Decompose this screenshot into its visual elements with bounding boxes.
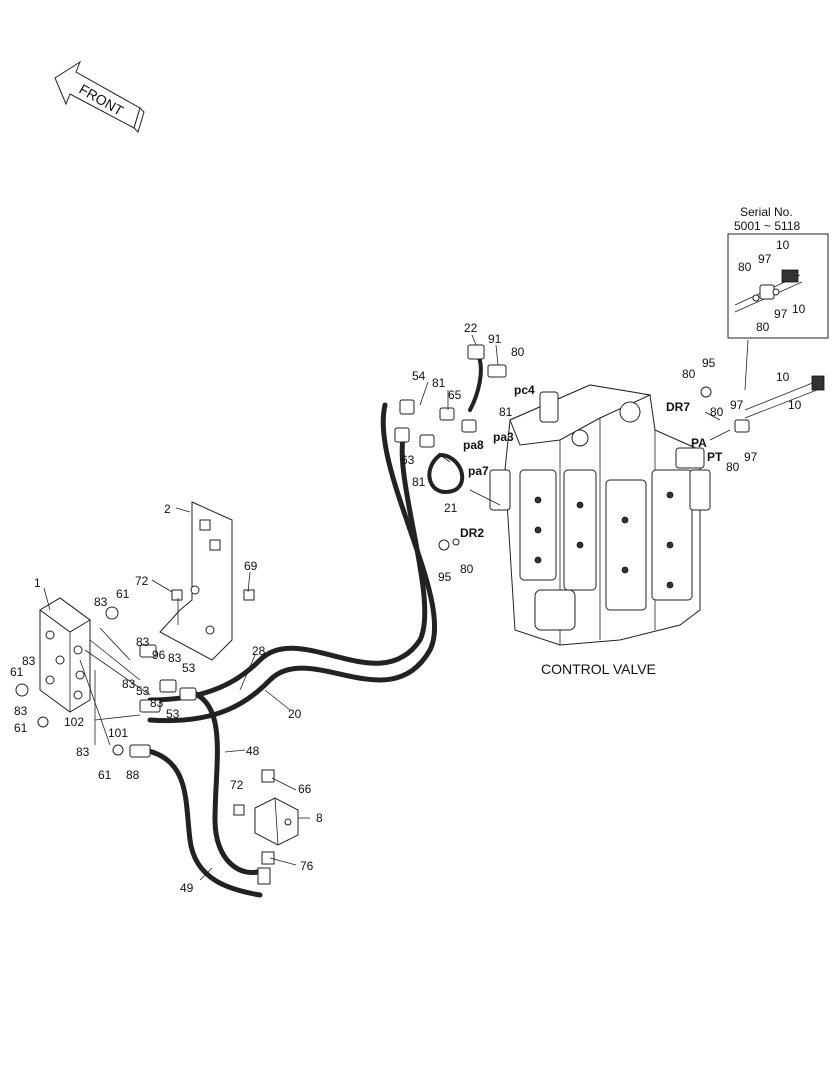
control-valve [489,384,711,646]
callout: 97 [758,252,772,266]
callout: 61 [14,721,28,735]
callout: 54 [412,369,426,383]
callout: pa3 [493,430,514,444]
control-valve-caption: CONTROL VALVE [541,661,656,677]
callout: 22 [464,321,478,335]
callout: 91 [488,332,502,346]
pressure-sensor-pipe [734,375,825,433]
callout: PT [707,450,723,464]
callout: 20 [288,707,302,721]
callout: 83 [76,745,90,759]
callout: 76 [300,859,314,873]
callout: pa8 [463,438,484,452]
callout: 81 [499,405,513,419]
callout: 83 [22,654,36,668]
callout: 72 [135,574,149,588]
callout: 81 [412,475,426,489]
callout: 102 [64,715,84,729]
callout: 72 [230,778,244,792]
callout: 83 [14,704,28,718]
callout: 49 [180,881,194,895]
callout: 80 [460,562,474,576]
callout: 1 [34,576,41,590]
callout: 21 [444,501,458,515]
callout: 61 [116,587,130,601]
fittings [15,344,712,885]
callout: 53 [136,684,150,698]
inset-serial-range: 5001 ~ 5118 [734,219,801,233]
callout: 80 [738,260,752,274]
callout: 48 [246,744,260,758]
callout: 83 [122,677,136,691]
callouts: 1 2 72 69 83 61 61 83 83 61 83 96 83 53 … [10,238,806,895]
front-arrow: FRONT [54,60,145,133]
valve-block-1 [39,597,91,713]
callout: 97 [744,450,758,464]
callout: 10 [792,302,806,316]
callout: 83 [94,595,108,609]
callout: 83 [168,651,182,665]
serial-inset: Serial No. 5001 ~ 5118 [727,205,829,339]
callout: 53 [182,661,196,675]
bracket-2 [159,501,233,661]
callout: 28 [252,644,266,658]
callout: 95 [438,570,452,584]
callout: 10 [788,398,802,412]
callout: 101 [108,726,128,740]
callout: 97 [774,307,788,321]
callout: 80 [682,367,696,381]
callout: 97 [730,398,744,412]
callout: 10 [776,370,790,384]
callout: DR7 [666,400,690,414]
callout: 8 [316,811,323,825]
callout: 95 [702,356,716,370]
callout: 63 [401,453,415,467]
callout: pc4 [514,383,535,397]
callout: 80 [511,345,525,359]
callout: 69 [244,559,258,573]
callout: 80 [756,320,770,334]
callout: 10 [776,238,790,252]
leader-lines [43,334,749,881]
callout: pa7 [468,464,489,478]
callout: 53 [166,707,180,721]
callout: 80 [726,460,740,474]
hose-group [142,353,483,898]
callout: 81 [432,376,446,390]
callout: DR2 [460,526,484,540]
callout: 2 [164,502,171,516]
callout: 80 [710,405,724,419]
inset-serial-label: Serial No. [740,205,793,219]
callout: 61 [98,768,112,782]
callout: 88 [126,768,140,782]
callout: 83 [150,696,164,710]
bracket-8 [254,797,299,846]
callout: 61 [10,665,24,679]
callout: 65 [448,388,462,402]
callout: 66 [298,782,312,796]
callout: 96 [152,648,166,662]
callout: 83 [136,635,150,649]
callout: PA [691,436,707,450]
